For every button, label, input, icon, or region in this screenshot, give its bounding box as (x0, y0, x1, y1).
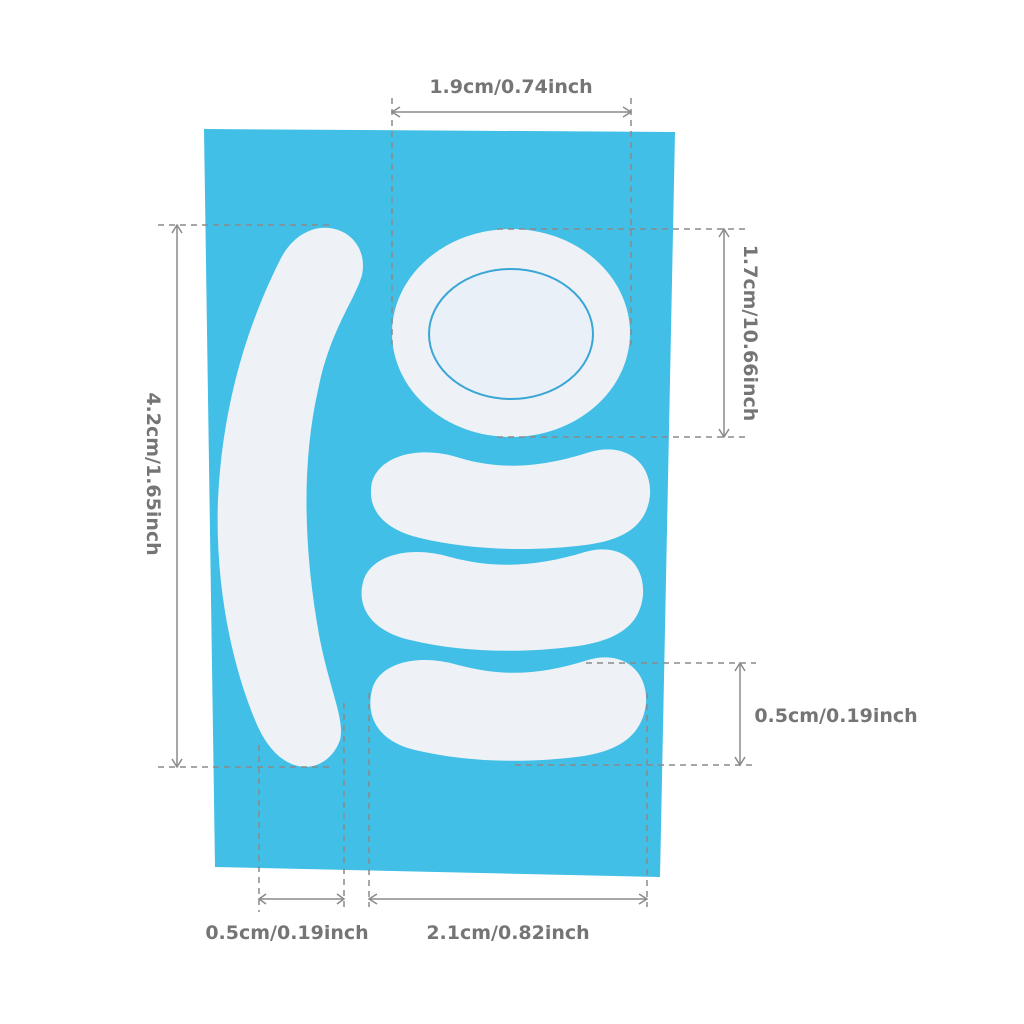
dimension-circle-height (497, 227, 748, 439)
dimension-circle-width (390, 98, 633, 345)
dimension-arc-width (257, 703, 346, 912)
circle-width-label: 1.9cm/0.74inch (429, 76, 592, 98)
dimension-arc-length (158, 223, 330, 769)
strip-foot-1 (370, 449, 651, 550)
strip-foot-2 (361, 549, 644, 651)
dimension-strip-width (367, 693, 649, 907)
arc-length-label: 4.2cm/1.65inch (142, 392, 164, 555)
curved-side-foot (217, 227, 363, 767)
strip-foot-3 (370, 657, 647, 761)
oval-foot-inner-ring (428, 268, 594, 400)
dimension-strip-height (515, 661, 756, 767)
strip-height-label: 0.5cm/0.19inch (754, 705, 917, 727)
arc-width-label: 0.5cm/0.19inch (205, 922, 368, 944)
circle-height-label: 1.7cm/10.66inch (739, 245, 761, 422)
strip-width-label: 2.1cm/0.82inch (426, 922, 589, 944)
